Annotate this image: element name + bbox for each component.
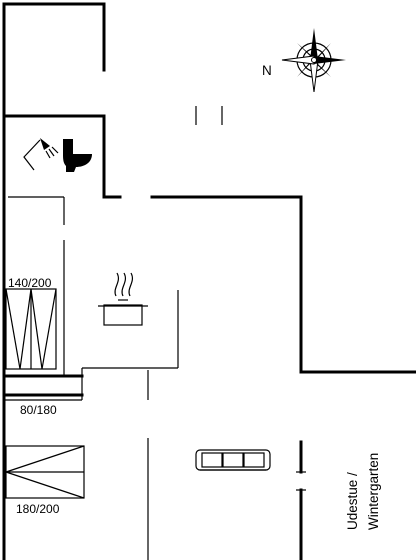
north-label: N bbox=[262, 63, 272, 78]
shower-icon bbox=[23, 138, 59, 171]
bed-bottom-label: 180/200 bbox=[16, 502, 60, 516]
interior-lines bbox=[4, 106, 306, 560]
bed-bottom bbox=[5, 445, 85, 499]
bed-top-label: 140/200 bbox=[8, 276, 52, 290]
cooking-pot-icon bbox=[98, 272, 148, 326]
sofa-icon bbox=[195, 449, 271, 471]
compass-rose-icon bbox=[281, 28, 346, 93]
bed-top bbox=[5, 288, 57, 370]
sunroom-label-line2: Wintergarten bbox=[366, 453, 381, 530]
toilet-icon bbox=[63, 139, 92, 172]
sunroom-label-line1: Udestue / bbox=[345, 472, 360, 530]
bed-middle-label: 80/180 bbox=[20, 403, 57, 417]
